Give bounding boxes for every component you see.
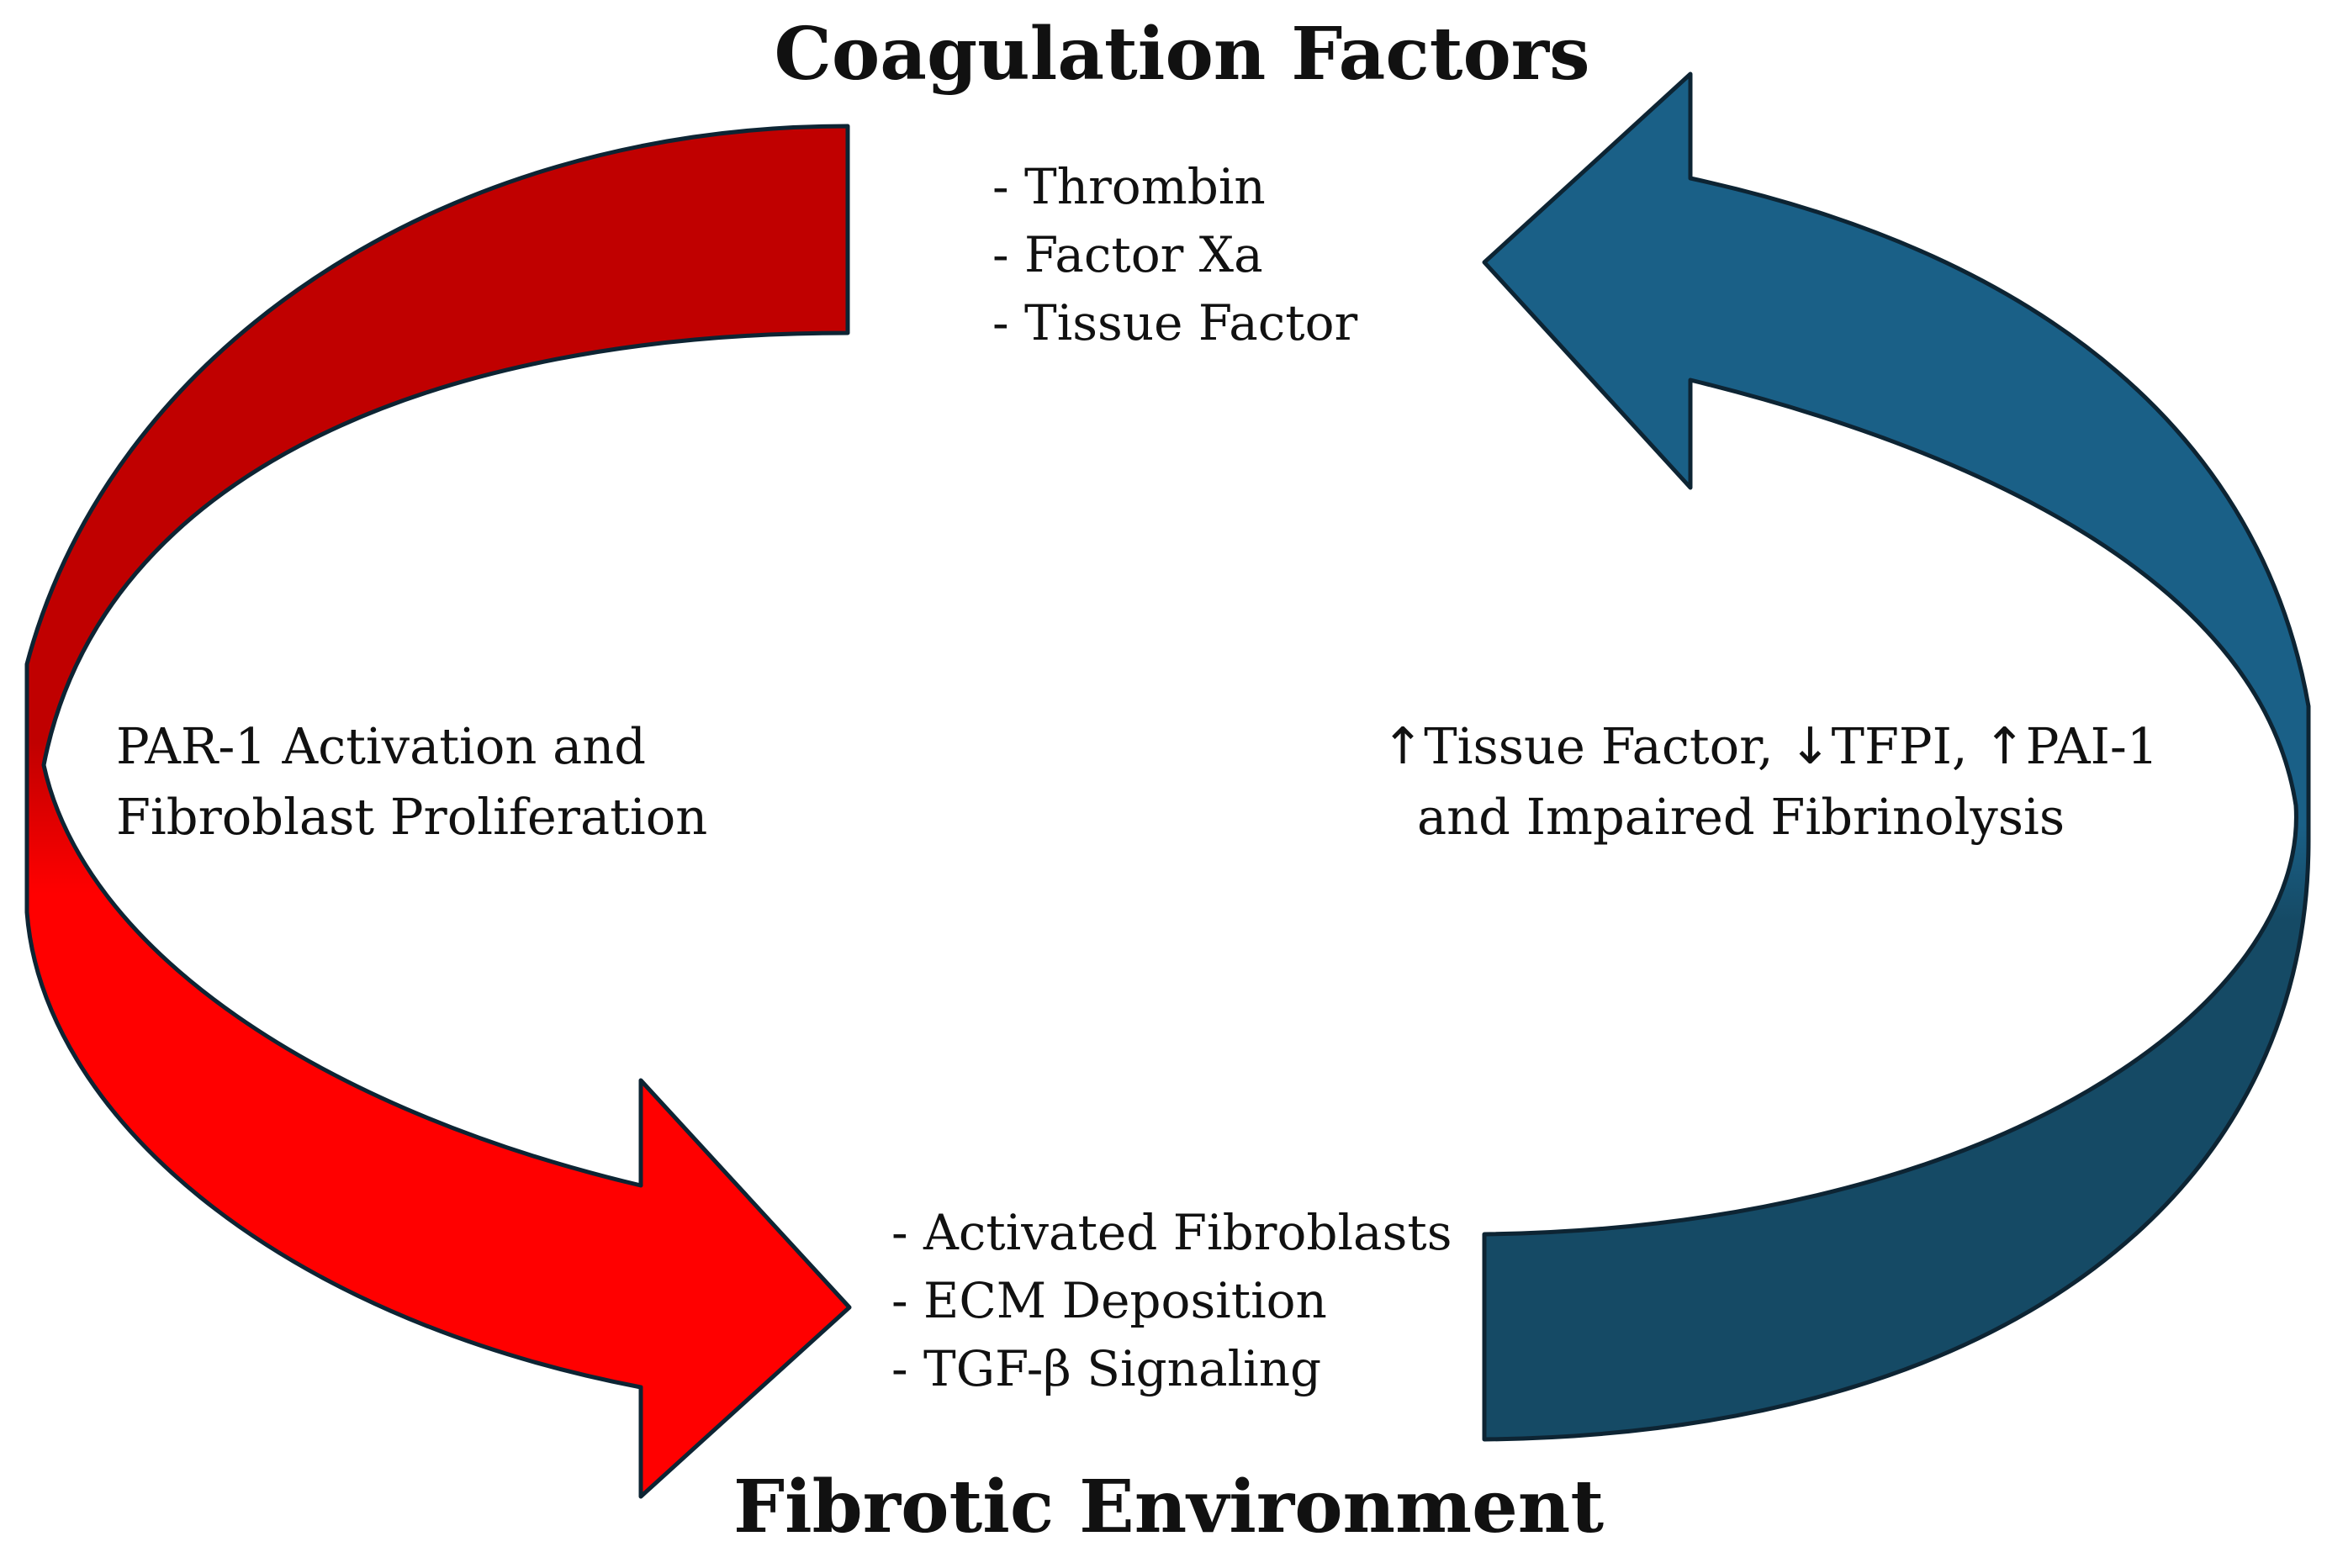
right-pathway-line2: and Impaired Fibrinolysis [1417,788,2065,846]
coagulation-factors-title: Coagulation Factors [774,12,1590,97]
list-item: - Factor Xa [992,226,1263,283]
list-item: - TGF-β Signaling [891,1340,1322,1397]
curved-arrow-up-left-icon [1482,71,2311,1442]
coagulation-factor-list: - Thrombin - Factor Xa - Tissue Factor [992,153,1357,357]
fibrotic-feature-list: - Activated Fibroblasts - ECM Deposition… [891,1199,1452,1403]
fibrotic-environment-title: Fibrotic Environment [732,1465,1605,1550]
right-pathway-seg1: Tissue Factor, [1424,717,1790,775]
list-item: - Thrombin [992,158,1266,215]
list-item: - Activated Fibroblasts [891,1204,1452,1261]
list-item: - ECM Deposition [891,1272,1327,1329]
left-pathway-line1: PAR-1 Activation and [116,717,647,775]
right-pathway-seg2: TFPI, [1831,717,1984,775]
curved-arrow-down-right-icon [24,124,852,1499]
left-pathway-label: PAR-1 Activation and Fibroblast Prolifer… [116,711,707,853]
list-item: - Tissue Factor [992,294,1358,351]
right-pathway-label: ↑Tissue Factor, ↓TFPI, ↑PAI-1 and Impair… [1382,711,2158,853]
right-pathway-seg3: PAI-1 [2025,717,2159,775]
left-pathway-line2: Fibroblast Proliferation [116,788,708,846]
right-pathway-line1: ↑Tissue Factor, ↓TFPI, ↑PAI-1 [1382,711,2158,782]
up-arrow-icon: ↑ [1382,717,1425,776]
up-arrow-icon: ↑ [1983,717,2026,776]
down-arrow-icon: ↓ [1789,717,1832,776]
